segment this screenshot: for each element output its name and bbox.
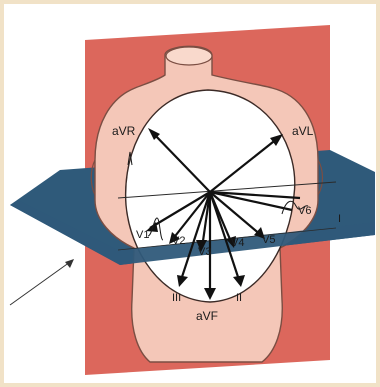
label-v4: V4 — [231, 237, 244, 249]
label-avf: aVF — [196, 309, 218, 323]
label-avl: aVL — [292, 124, 314, 138]
label-v2: V2 — [172, 235, 185, 247]
label-v1: V1 — [136, 229, 149, 241]
label-lead-i: I — [338, 213, 341, 225]
label-lead-ii: II — [236, 292, 242, 304]
pointer-line — [10, 262, 70, 305]
pointer-arrowhead — [65, 259, 74, 268]
label-v3: V3 — [198, 246, 211, 258]
label-v5: V5 — [262, 234, 275, 246]
label-avr: aVR — [112, 124, 136, 138]
label-lead-iii: III — [172, 292, 181, 304]
neck-top — [166, 47, 212, 65]
label-v6: V6 — [298, 205, 311, 217]
